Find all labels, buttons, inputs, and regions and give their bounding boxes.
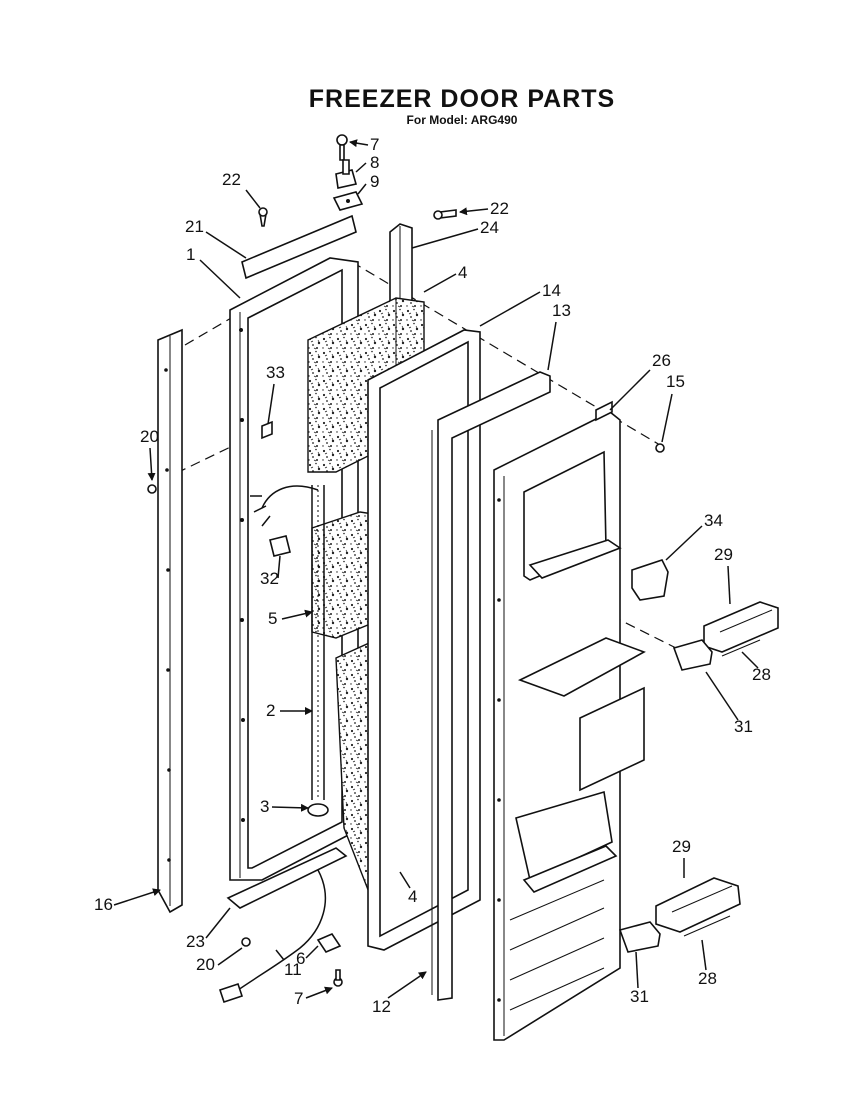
callout-7-bottom: 7 (294, 989, 303, 1008)
door-louvers (509, 879, 605, 1011)
part-28-grille-upper (721, 639, 761, 657)
callout-13: 13 (552, 301, 571, 320)
part-29-shelf-upper (703, 601, 779, 653)
part-34-funnel (631, 559, 669, 601)
part-23-bottom-bracket (226, 847, 348, 909)
dispenser-recess (517, 637, 646, 792)
part-20-screw-bottom (241, 937, 251, 947)
callout-6: 6 (296, 949, 305, 968)
lower-dispenser-shelf (515, 790, 618, 893)
part-2-wiring-harness (250, 485, 325, 800)
callout-28-lower: 28 (698, 969, 717, 988)
part-11-supply-cord (218, 869, 327, 1004)
alignment-lines (161, 261, 681, 651)
part-31-trim-lower (618, 921, 661, 953)
callout-23: 23 (186, 932, 205, 951)
callout-2: 2 (266, 701, 275, 720)
part-29-shelf-lower (655, 877, 741, 933)
callout-11: 11 (284, 960, 302, 979)
part-26-top-trim (595, 400, 613, 422)
callout-3: 3 (260, 797, 269, 816)
callout-16: 16 (94, 895, 113, 914)
callout-4-upper: 4 (458, 263, 467, 282)
callout-32: 32 (260, 569, 279, 588)
callout-9: 9 (370, 172, 379, 191)
callout-34: 34 (704, 511, 723, 530)
callout-15: 15 (666, 372, 685, 391)
callout-7-top: 7 (370, 135, 379, 154)
part-15-screw (655, 443, 665, 453)
part-7-hinge-screw-top (336, 134, 348, 161)
part-28-grille-lower (683, 915, 731, 937)
part-3-grommet (307, 803, 329, 817)
callout-33: 33 (266, 363, 285, 382)
part-21-top-bracket (241, 214, 357, 280)
callout-14: 14 (542, 281, 561, 300)
diagram-title: FREEZER DOOR PARTS (309, 85, 615, 113)
part-22-screw-left (258, 207, 268, 227)
callout-31-lower: 31 (630, 987, 649, 1006)
part-7-hinge-screw-bottom (333, 969, 343, 987)
callout-24: 24 (480, 218, 499, 237)
callout-29-lower: 29 (672, 837, 691, 856)
callout-20-bottom: 20 (196, 955, 215, 974)
callout-12: 12 (372, 997, 391, 1016)
callout-1: 1 (186, 245, 195, 264)
part-22-screw-right (433, 209, 457, 220)
callout-22-left: 22 (222, 170, 241, 189)
callout-28-upper: 28 (752, 665, 771, 684)
part-9-hinge-shim (332, 191, 364, 211)
part-8-hinge-pin (335, 159, 358, 189)
callout-21: 21 (185, 217, 204, 236)
callouts: 7 8 9 22 22 24 21 1 4 14 13 26 15 33 20 … (94, 135, 771, 1016)
callout-4-lower: 4 (408, 887, 417, 906)
part-20-screw-left (147, 484, 157, 494)
part-32-connector (269, 535, 291, 557)
upper-dispenser-shelf (523, 450, 622, 581)
callout-5: 5 (268, 609, 277, 628)
callout-26: 26 (652, 351, 671, 370)
callout-8: 8 (370, 153, 379, 172)
model-subtitle: For Model: ARG490 (407, 113, 518, 127)
part-6-hinge-bottom (316, 933, 342, 953)
callout-20-left: 20 (140, 427, 159, 446)
part-31-trim-upper (672, 639, 713, 671)
callout-22-right: 22 (490, 199, 509, 218)
callout-29-upper: 29 (714, 545, 733, 564)
callout-31-upper: 31 (734, 717, 753, 736)
part-13-gasket (437, 371, 551, 1001)
part-16-side-trim (157, 328, 183, 914)
